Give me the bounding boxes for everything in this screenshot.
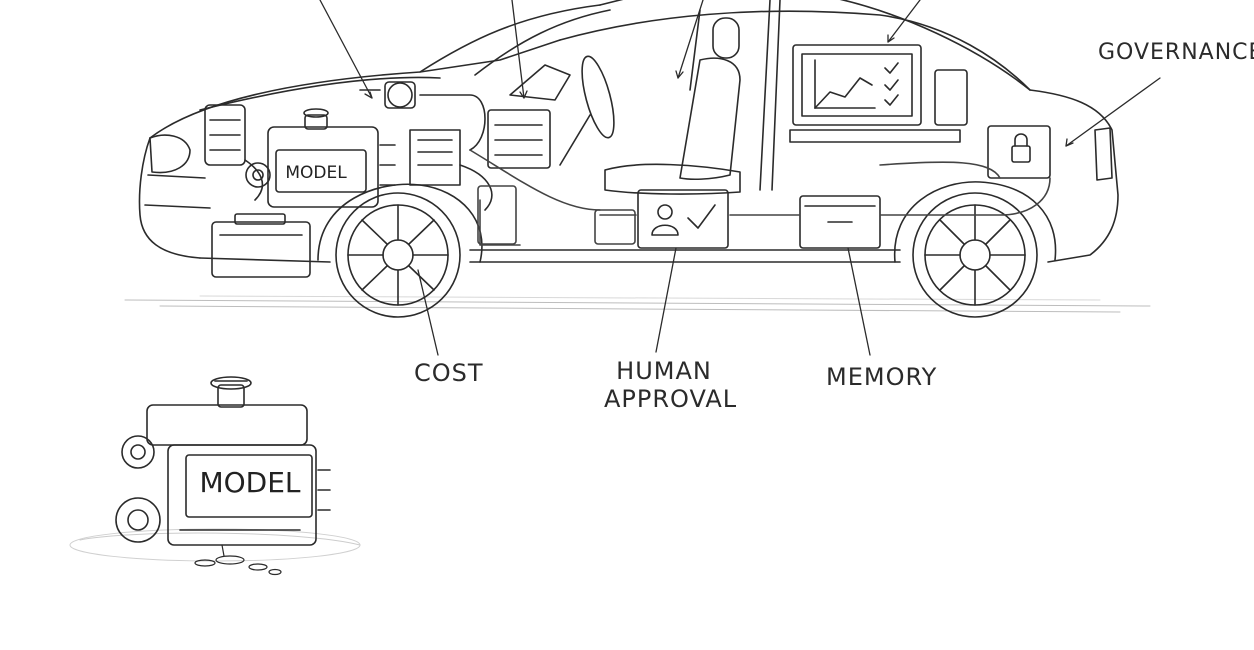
seat-icon <box>604 17 741 195</box>
leader-lines <box>319 0 1161 356</box>
human-approval-line2: APPROVAL <box>604 384 738 413</box>
human-approval-line1: HUMAN <box>616 357 712 385</box>
rear-wheel-icon <box>893 181 1057 318</box>
battery-icon <box>211 213 311 278</box>
governance-label: GOVERNANCE <box>1098 40 1254 65</box>
cost-label: COST <box>414 359 484 387</box>
engine-icon: MODEL <box>245 108 396 208</box>
memory-label: MEMORY <box>826 363 938 391</box>
engine-in-car-label: MODEL <box>285 163 347 183</box>
human-approval-label: HUMAN APPROVAL <box>604 357 738 413</box>
engine-bay <box>204 81 493 211</box>
person-check-icon <box>637 189 729 249</box>
lock-icon <box>987 125 1051 179</box>
dashboard-unit <box>487 64 571 169</box>
oil-puddle-icon <box>194 544 282 576</box>
ground-shadow <box>124 295 1151 313</box>
steering-wheel-icon <box>559 55 615 166</box>
car-body <box>138 0 1119 263</box>
engine-standalone-label: MODEL <box>199 466 300 499</box>
engine-standalone-icon: MODEL <box>69 376 361 562</box>
hoses <box>469 149 1051 246</box>
chart-monitor-icon <box>789 44 968 143</box>
memory-box <box>799 195 881 249</box>
